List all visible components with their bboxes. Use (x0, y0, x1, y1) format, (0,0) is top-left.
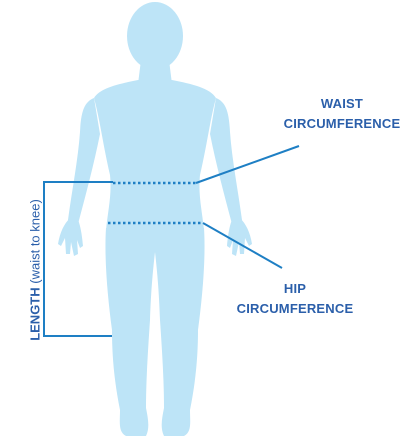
hip-label-line-1: HIP (220, 279, 370, 299)
waist-label-line-2: CIRCUMFERENCE (282, 114, 402, 134)
waist-leader-line (196, 146, 299, 183)
figure-left-arm (68, 98, 100, 224)
waist-circumference-label: WAIST CIRCUMFERENCE (282, 94, 402, 134)
human-figure-silhouette (58, 2, 252, 436)
hip-label-line-2: CIRCUMFERENCE (220, 299, 370, 319)
figure-right-hand (227, 218, 252, 256)
waist-label-line-1: WAIST (282, 94, 402, 114)
figure-legs (105, 228, 204, 436)
figure-right-arm (210, 98, 242, 224)
length-label-detail: (waist to knee) (28, 199, 43, 287)
hip-circumference-label: HIP CIRCUMFERENCE (220, 279, 370, 319)
length-label-title: LENGTH (28, 287, 43, 340)
length-label: LENGTH (waist to knee) (28, 199, 43, 341)
figure-left-hand (58, 218, 83, 256)
figure-head (127, 2, 183, 70)
figure-torso (94, 80, 216, 230)
